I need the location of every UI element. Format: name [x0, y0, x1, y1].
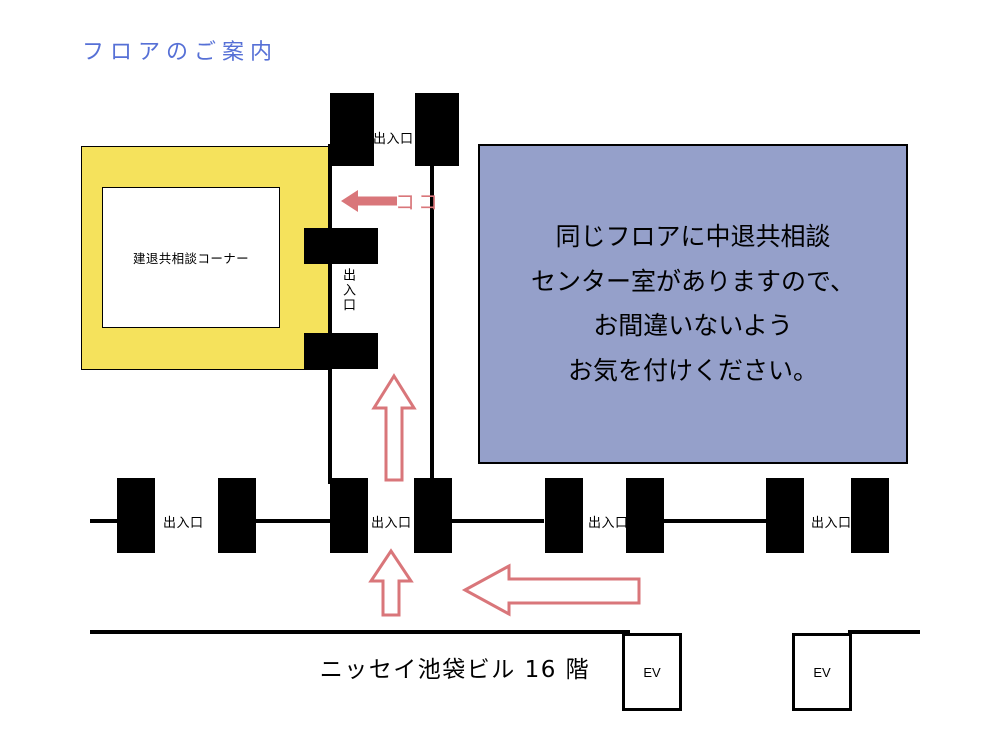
elevator-box-1: EV: [622, 633, 682, 711]
consultation-room-inner: [102, 187, 280, 328]
corridor-wall-left: [328, 144, 332, 484]
wall-block-lower-3: [330, 478, 368, 553]
door-label-lower-center: 出入口: [371, 516, 412, 531]
wall-block-room-lower: [304, 333, 378, 369]
door-label-room-side: 出入口: [340, 268, 355, 313]
notice-box: 同じフロアに中退共相談 センター室がありますので、 お間違いないよう お気を付け…: [478, 144, 908, 464]
door-label-lower-right-outer: 出入口: [811, 516, 852, 531]
wall-block-lower-7: [766, 478, 804, 553]
route-up-arrow-lower-icon: [368, 548, 414, 617]
footer-wall-right: [848, 630, 920, 634]
koko-label: ココ: [395, 190, 441, 214]
elevator-label-2: EV: [813, 664, 831, 680]
route-up-arrow-upper-icon: [371, 373, 417, 482]
corridor-line-far-left: [90, 519, 118, 523]
notice-line-3: お間違いないよう: [593, 311, 793, 340]
corridor-line-right-1: [663, 519, 767, 523]
wall-block-lower-5: [545, 478, 583, 553]
wall-block-top-left: [330, 93, 374, 166]
notice-line-4: お気を付けください。: [567, 355, 818, 385]
footer-wall-left: [90, 630, 630, 634]
corridor-line-center: [452, 519, 544, 523]
wall-block-room-upper: [304, 228, 378, 264]
elevator-label-1: EV: [643, 664, 661, 680]
door-label-lower-right-inner: 出入口: [588, 516, 629, 531]
notice-line-2: センター室がありますので、: [530, 266, 855, 296]
wall-block-lower-2: [218, 478, 256, 553]
koko-left-arrow-icon: [341, 190, 397, 212]
door-label-lower-left: 出入口: [163, 516, 204, 531]
wall-block-lower-4: [414, 478, 452, 553]
route-left-arrow-icon: [461, 563, 641, 617]
wall-block-lower-1: [117, 478, 155, 553]
page-title: フロアのご案内: [82, 40, 279, 65]
corridor-line-left-1: [253, 519, 331, 523]
notice-line-1: 同じフロアに中退共相談: [555, 222, 831, 251]
consultation-room-label: 建退共相談コーナー: [132, 251, 250, 266]
wall-block-top-right: [415, 93, 459, 166]
wall-block-lower-8: [851, 478, 889, 553]
wall-block-lower-6: [626, 478, 664, 553]
corridor-wall-right: [430, 160, 434, 484]
building-name-label: ニッセイ池袋ビル 16 階: [319, 657, 591, 683]
elevator-box-2: EV: [792, 633, 852, 711]
door-label-top: 出入口: [373, 132, 414, 147]
